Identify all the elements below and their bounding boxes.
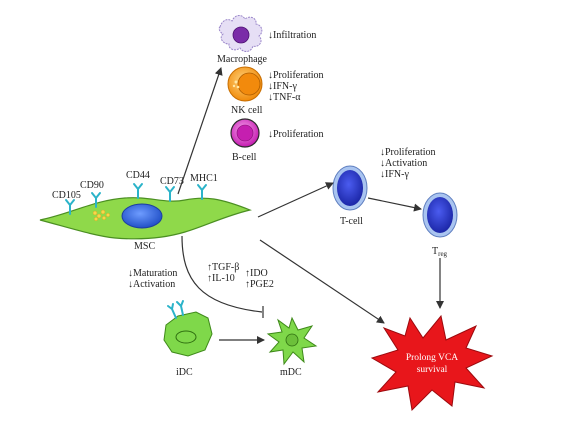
- msc-nucleus: [121, 203, 163, 229]
- receptor-cd44-icon: [133, 183, 143, 199]
- treg-body: [427, 197, 453, 233]
- outcome-line-2: survival: [417, 365, 448, 375]
- msc-cell: CD105 CD90 CD44 CD73 MHC1 MSC: [39, 170, 252, 252]
- receptor-cd90-icon: [91, 192, 101, 208]
- t-cell-body: [337, 170, 363, 206]
- nk-cell-nucleus: [237, 72, 261, 96]
- t-cell-effect-1: ↓Proliferation: [380, 147, 436, 158]
- treg-cell: Treg: [422, 192, 458, 258]
- dc-effect-2: ↓Activation: [128, 279, 175, 290]
- marker-cd73: CD73: [160, 176, 184, 187]
- nk-effect-2: ↓IFN-γ: [268, 81, 297, 92]
- receptor-mhc1-icon: [197, 184, 207, 200]
- arrow-msc-to-tcell: [257, 182, 334, 218]
- macrophage-nucleus: [232, 26, 250, 44]
- dc-factor-3: ↑IDO: [245, 268, 268, 279]
- inhibition-msc-to-dc: [181, 235, 263, 313]
- idc-label: iDC: [176, 367, 193, 378]
- dc-effect-1: ↓Maturation: [128, 268, 177, 279]
- msc-receptors: [65, 183, 207, 215]
- marker-cd44: CD44: [126, 170, 150, 181]
- dc-factor-4: ↑PGE2: [245, 279, 274, 290]
- arrows: [177, 67, 444, 344]
- macrophage-cell: Macrophage ↓Infiltration: [217, 15, 316, 65]
- idc-receptors: [167, 300, 184, 319]
- nk-effect-1: ↓Proliferation: [268, 70, 324, 81]
- dc-factor-1: ↑TGF-β: [207, 262, 239, 273]
- idc-nucleus: [175, 330, 197, 344]
- outcome-starburst: [370, 314, 494, 412]
- mdc-label: mDC: [280, 367, 302, 378]
- msc-label: MSC: [134, 241, 155, 252]
- macrophage-label: Macrophage: [217, 54, 268, 65]
- b-cell-effect: ↓Proliferation: [268, 129, 324, 140]
- arrow-tcell-to-treg: [367, 197, 422, 212]
- marker-mhc1: MHC1: [190, 173, 218, 184]
- marker-cd105: CD105: [52, 190, 81, 201]
- mdc-nucleus: [285, 333, 299, 347]
- dc-factor-2: ↑IL-10: [207, 273, 235, 284]
- arrow-msc-to-outcome: [259, 239, 385, 324]
- treg-label: Treg: [432, 246, 448, 258]
- t-cell-effect-2: ↓Activation: [380, 158, 427, 169]
- nk-cell-label: NK cell: [231, 105, 263, 116]
- marker-cd90: CD90: [80, 180, 104, 191]
- idc-cell: iDC: [163, 300, 213, 378]
- mdc-cell: mDC: [266, 316, 318, 378]
- t-cell: T-cell ↓Proliferation ↓Activation ↓IFN-γ: [332, 147, 436, 227]
- nk-granules: [232, 80, 240, 89]
- receptor-cd73-icon: [165, 186, 175, 202]
- outcome-line-1: Prolong VCA: [406, 353, 458, 363]
- t-cell-effect-3: ↓IFN-γ: [380, 169, 409, 180]
- nk-effect-3: ↓TNF-α: [268, 92, 301, 103]
- nk-cell: NK cell ↓Proliferation ↓IFN-γ ↓TNF-α: [227, 66, 324, 116]
- arrow-msc-to-innate: [177, 67, 223, 195]
- treg-label-main: T: [432, 246, 438, 257]
- b-cell-nucleus: [236, 124, 254, 142]
- msc-granules: [92, 209, 110, 221]
- b-cell-label: B-cell: [232, 152, 257, 163]
- outcome-burst: Prolong VCA survival: [370, 314, 494, 412]
- treg-label-sub: reg: [438, 250, 447, 258]
- receptor-cd105-icon: [65, 199, 75, 215]
- macrophage-effect: ↓Infiltration: [268, 30, 316, 41]
- b-cell: B-cell ↓Proliferation: [230, 118, 324, 163]
- t-cell-label: T-cell: [340, 216, 363, 227]
